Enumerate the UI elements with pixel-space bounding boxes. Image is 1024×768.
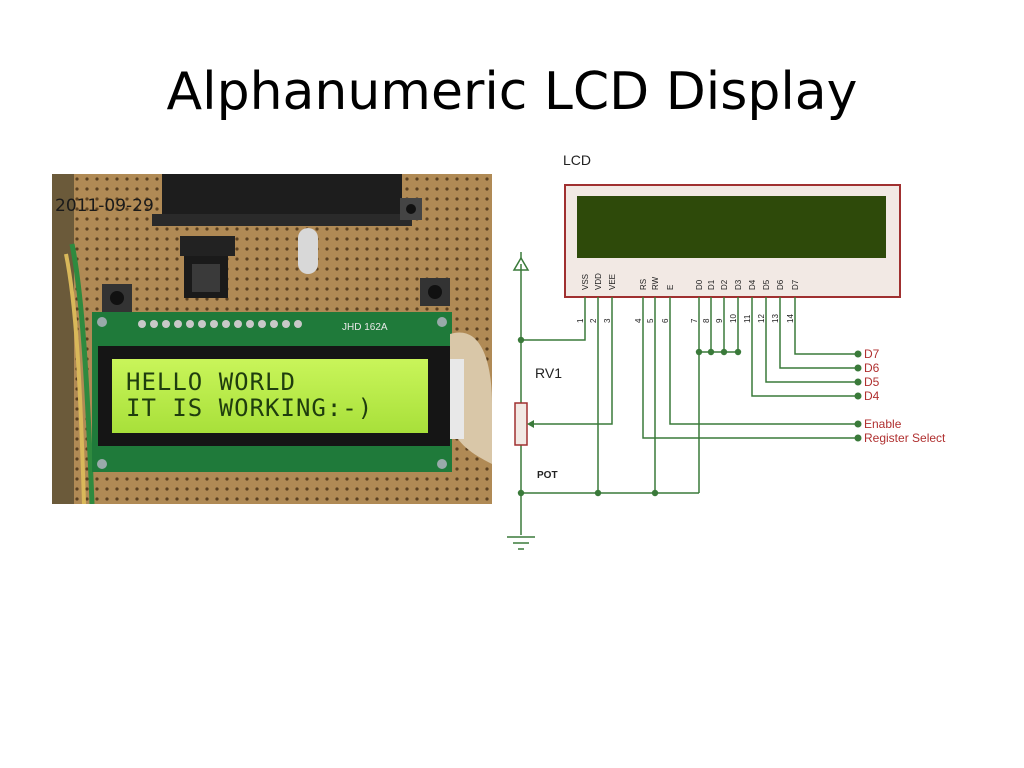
- terminal-d5: [854, 378, 862, 386]
- lcd-screen-symbol: [577, 196, 886, 258]
- pin-name-d0: D0: [695, 279, 704, 290]
- pin-number-10: 10: [729, 314, 738, 323]
- output-label-d7: D7: [864, 347, 880, 361]
- pin-name-vdd: VDD: [594, 273, 603, 290]
- wire: [779, 312, 856, 369]
- pin-name-d4: D4: [748, 279, 757, 290]
- pin-number-2: 2: [589, 318, 598, 323]
- wire: [794, 312, 856, 355]
- terminal-d6: [854, 364, 862, 372]
- terminal-register-select: [854, 434, 862, 442]
- terminal-d7: [854, 350, 862, 358]
- pin-name-d6: D6: [776, 279, 785, 290]
- pin-name-vee: VEE: [608, 274, 617, 290]
- pcb-photo-illustration: JHD 162A: [52, 174, 492, 504]
- photo-timestamp: 2011-09-29: [55, 196, 154, 216]
- junction: [707, 348, 715, 356]
- pin-number-14: 14: [786, 314, 795, 323]
- terminal-d4: [854, 392, 862, 400]
- wire: [521, 312, 586, 341]
- pcb-marking: JHD 162A: [342, 322, 388, 333]
- pin-number-1: 1: [576, 318, 585, 323]
- pin-name-d5: D5: [762, 279, 771, 290]
- pin-name-d3: D3: [734, 279, 743, 290]
- crystal: [298, 228, 318, 274]
- pin-number-7: 7: [690, 318, 699, 323]
- lcd-line-1: HELLO WORLD: [126, 368, 296, 396]
- pin-number-3: 3: [603, 318, 612, 323]
- slide-title: Alphanumeric LCD Display: [166, 62, 858, 122]
- junction: [734, 348, 742, 356]
- output-label-d6: D6: [864, 361, 880, 375]
- junction: [651, 489, 659, 497]
- pin-number-11: 11: [743, 314, 752, 323]
- potentiometer-body: [514, 402, 528, 446]
- output-label-enable: Enable: [864, 417, 902, 431]
- pin-number-6: 6: [661, 318, 670, 323]
- pot-value: POT: [537, 470, 558, 481]
- power-symbol: [512, 252, 530, 495]
- pin-name-rs: RS: [639, 279, 648, 290]
- pin-name-rw: RW: [651, 276, 660, 290]
- lcd-screen-photo: [112, 359, 428, 433]
- lcd-line-2: IT IS WORKING:-): [126, 394, 374, 422]
- schematic-svg: LCD VSS1VDD2VEE3RS4RW5E6D07D18D29D310D41…: [507, 152, 946, 550]
- wire: [642, 312, 856, 439]
- wire: [534, 312, 613, 425]
- output-label-d5: D5: [864, 375, 880, 389]
- wire: [669, 312, 856, 425]
- potentiometer-wiper: [527, 420, 534, 428]
- pin-name-d7: D7: [791, 279, 800, 290]
- lcd-photo: JHD 162A 2011-09-29 HELLO WORLD IT IS WO…: [52, 174, 492, 504]
- lcd-pins: VSS 1 VDD 2 VEE 3 RS 4 RW 5 E 6 D0 7 D1 8 D2 9 D3 10 D4 11 D5 1…: [576, 273, 800, 323]
- pot-reference: RV1: [535, 365, 562, 381]
- output-label-register-select: Register Select: [864, 431, 946, 445]
- pin-name-vss: VSS: [581, 274, 590, 290]
- ground-symbol: [507, 495, 535, 550]
- wire: [751, 312, 856, 397]
- pin-name-d1: D1: [707, 279, 716, 290]
- pin-number-13: 13: [771, 314, 780, 323]
- lcd-label: LCD: [563, 152, 591, 168]
- pin-number-9: 9: [715, 318, 724, 323]
- pin-name-e: E: [666, 285, 675, 290]
- junction: [720, 348, 728, 356]
- schematic-wires: [517, 312, 856, 497]
- wire: [765, 312, 856, 383]
- junction: [594, 489, 602, 497]
- pin-number-12: 12: [757, 314, 766, 323]
- pin-name-d2: D2: [720, 279, 729, 290]
- junction: [695, 348, 703, 356]
- terminal-enable: [854, 420, 862, 428]
- pin-number-4: 4: [634, 318, 643, 323]
- pin-number-8: 8: [702, 318, 711, 323]
- lcd-photo-text: HELLO WORLD IT IS WORKING:-): [126, 369, 373, 421]
- output-label-d4: D4: [864, 389, 880, 403]
- pin-number-5: 5: [646, 318, 655, 323]
